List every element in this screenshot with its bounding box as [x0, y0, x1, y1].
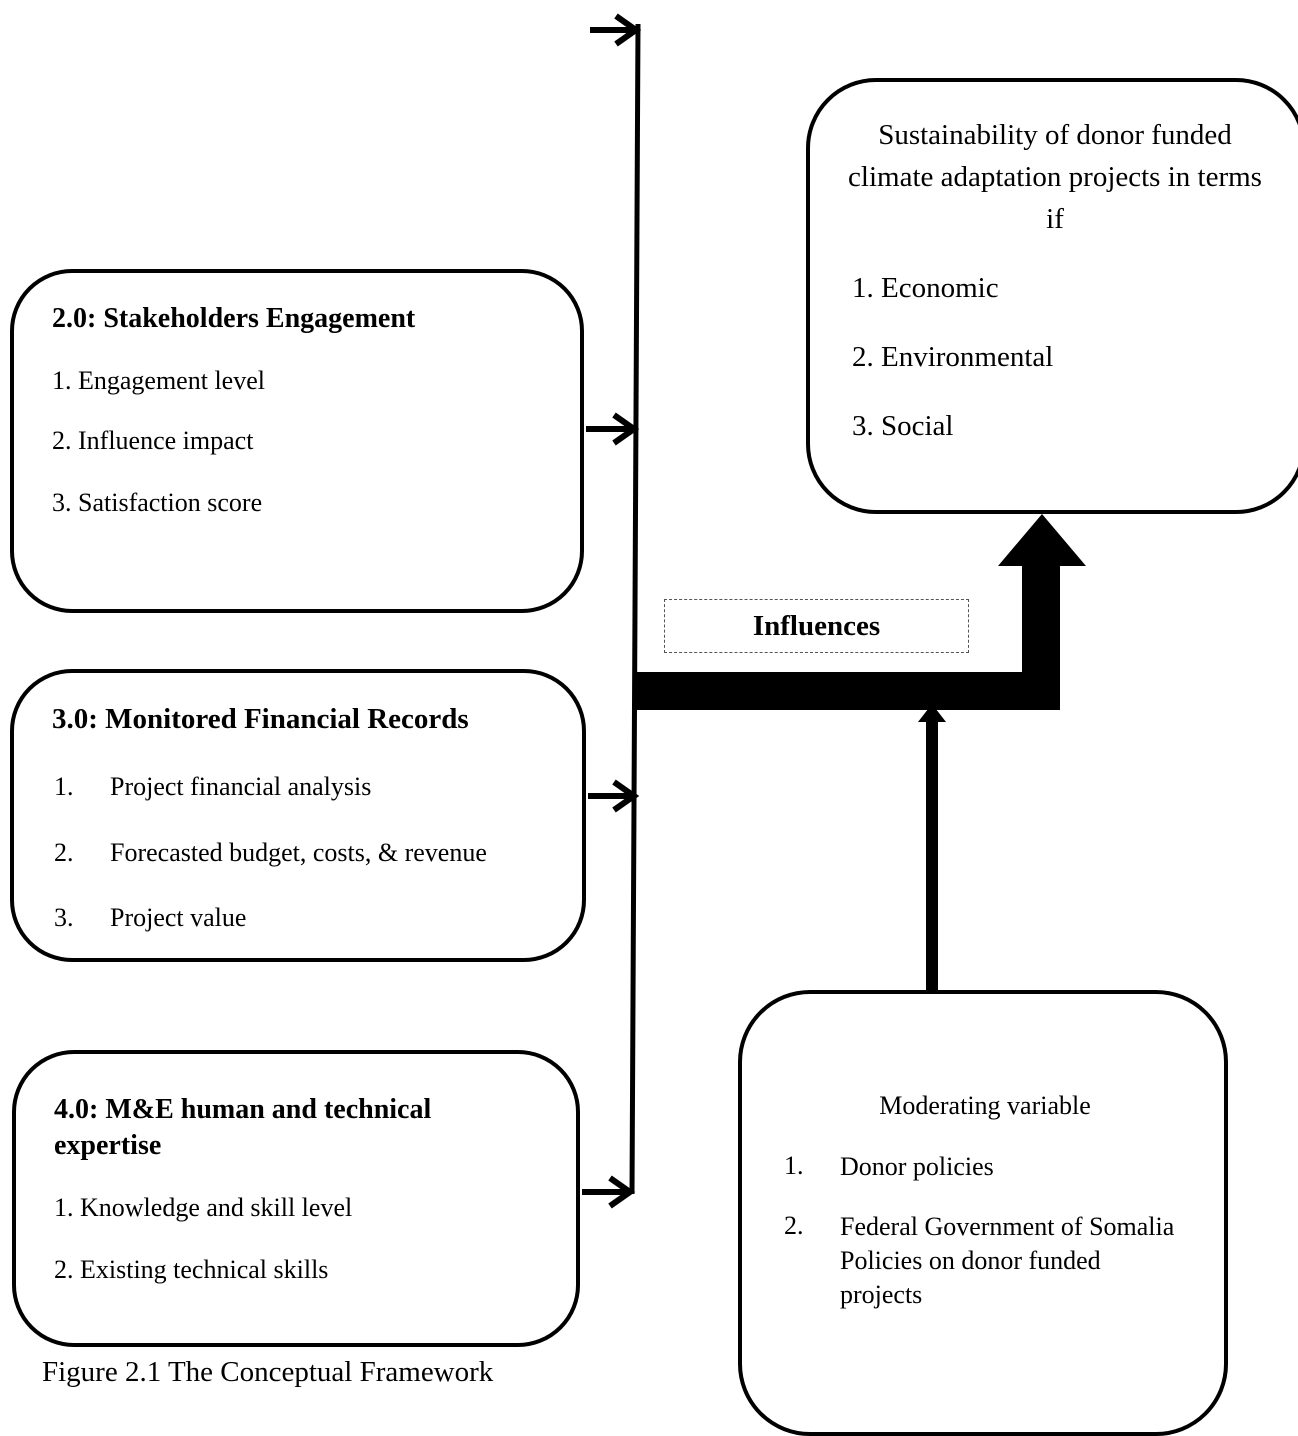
expertise-item: 2. Existing technical skills: [54, 1255, 329, 1284]
dependent-item: 1. Economic: [852, 272, 999, 304]
moderating-variable-box: Moderating variable 1. Donor policies 2.…: [738, 990, 1228, 1436]
stakeholders-item: 3. Satisfaction score: [52, 488, 263, 517]
financial-item-number: 1.: [54, 772, 74, 801]
arrow-expertise: [582, 1175, 636, 1209]
financial-item-text: Forecasted budget, costs, & revenue: [110, 838, 487, 867]
financial-item-number: 3.: [54, 903, 74, 932]
moderating-item-number: 1.: [784, 1151, 804, 1180]
spine-line: [629, 23, 641, 1195]
expertise-item: 1. Knowledge and skill level: [54, 1193, 353, 1222]
arrow-moderating: [918, 704, 946, 992]
financial-item-number: 2.: [54, 838, 74, 867]
stakeholders-item: 2. Influence impact: [52, 426, 254, 455]
influences-label: Influences: [664, 599, 969, 653]
dependent-variable-title: Sustainability of donor funded climate a…: [848, 119, 1262, 235]
dependent-variable-box: Sustainability of donor funded climate a…: [806, 78, 1298, 514]
arrow-financial-records: [588, 779, 640, 813]
stakeholders-item: 1. Engagement level: [52, 366, 265, 395]
financial-records-box: 3.0: Monitored Financial Records 1. Proj…: [10, 669, 586, 962]
main-influence-arrow: [636, 514, 1086, 710]
figure-caption: Figure 2.1 The Conceptual Framework: [42, 1356, 494, 1388]
moderating-item-number: 2.: [784, 1211, 804, 1240]
arrow-stakeholders: [586, 412, 640, 446]
top-arrow: [590, 13, 642, 47]
me-expertise-box: 4.0: M&E human and technical expertise 1…: [12, 1050, 580, 1347]
stakeholders-engagement-heading: 2.0: Stakeholders Engagement: [52, 303, 416, 334]
financial-records-heading: 3.0: Monitored Financial Records: [52, 703, 469, 735]
moderating-item-text: Donor policies: [840, 1152, 994, 1181]
financial-item-text: Project financial analysis: [110, 772, 372, 801]
stakeholders-engagement-box: 2.0: Stakeholders Engagement 1. Engageme…: [10, 269, 584, 613]
dependent-item: 2. Environmental: [852, 341, 1054, 373]
moderating-item-text: Federal Government of Somalia Policies o…: [840, 1212, 1175, 1309]
moderating-variable-title: Moderating variable: [879, 1091, 1091, 1120]
financial-item-text: Project value: [110, 903, 247, 932]
me-expertise-heading: 4.0: M&E human and technical expertise: [54, 1094, 432, 1161]
dependent-item: 3. Social: [852, 410, 954, 442]
